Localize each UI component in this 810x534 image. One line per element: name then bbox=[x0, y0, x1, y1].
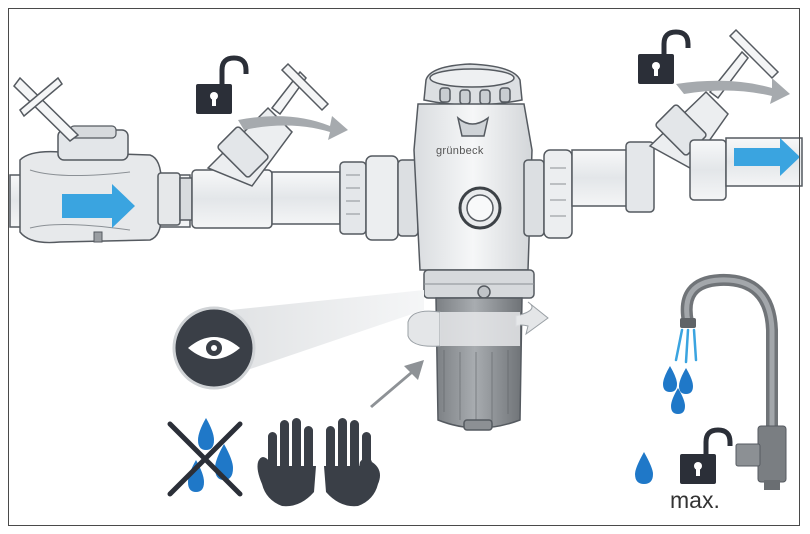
right-shutoff-valve bbox=[625, 28, 780, 213]
left-filter-connector bbox=[339, 155, 419, 241]
bowl-turn-band bbox=[440, 312, 520, 346]
max-label: max. bbox=[670, 487, 720, 513]
hand-icon bbox=[324, 418, 380, 507]
left-coupling bbox=[157, 172, 193, 226]
left-valve-turn-arrow bbox=[238, 116, 348, 140]
flow-in-arrow bbox=[62, 184, 135, 228]
water-stream-icon bbox=[674, 328, 698, 364]
hand-icon bbox=[257, 418, 316, 507]
right-valve-turn-arrow bbox=[676, 78, 790, 104]
water-drops-icon bbox=[167, 418, 243, 497]
water-drop-icon bbox=[635, 452, 653, 484]
brand-label: grünbeck bbox=[436, 145, 484, 157]
right-filter-connector bbox=[523, 149, 573, 239]
unlock-icon bbox=[196, 55, 249, 114]
inspection-beam bbox=[212, 290, 424, 382]
filter-unit bbox=[413, 63, 535, 431]
unlock-icon bbox=[680, 427, 733, 484]
eye-icon bbox=[172, 306, 256, 390]
flow-out-arrow bbox=[734, 138, 800, 176]
water-drops-icon bbox=[663, 366, 693, 414]
pointer-arrow bbox=[370, 360, 424, 408]
pipe-segment-left bbox=[271, 171, 341, 225]
unlock-icon bbox=[638, 29, 691, 84]
pipe-segment-right bbox=[571, 149, 631, 207]
faucet-icon bbox=[680, 273, 787, 490]
